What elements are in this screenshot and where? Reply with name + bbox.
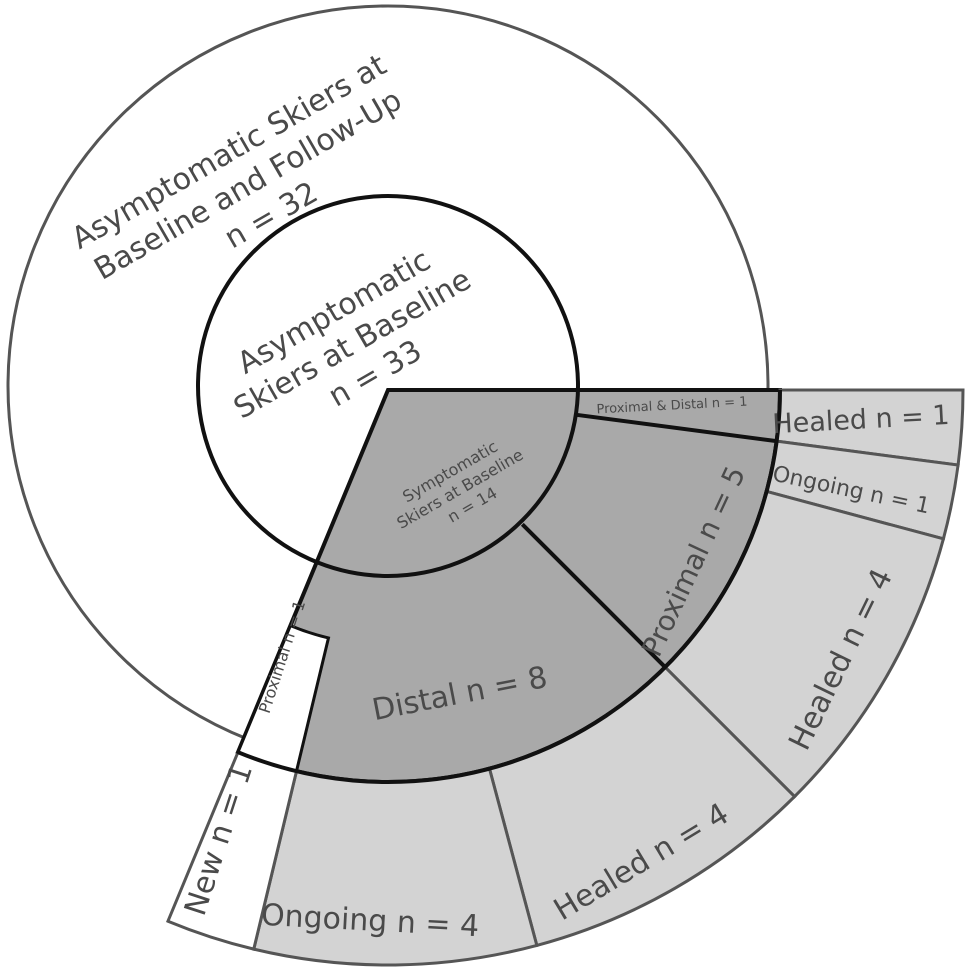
circle-asymptomatic-baseline xyxy=(196,194,580,578)
arc-middle-ring xyxy=(237,389,782,784)
divider-proximal-distal xyxy=(576,412,777,444)
divider-proximal-distal-8 xyxy=(520,522,667,669)
chart-shapes xyxy=(6,4,965,967)
